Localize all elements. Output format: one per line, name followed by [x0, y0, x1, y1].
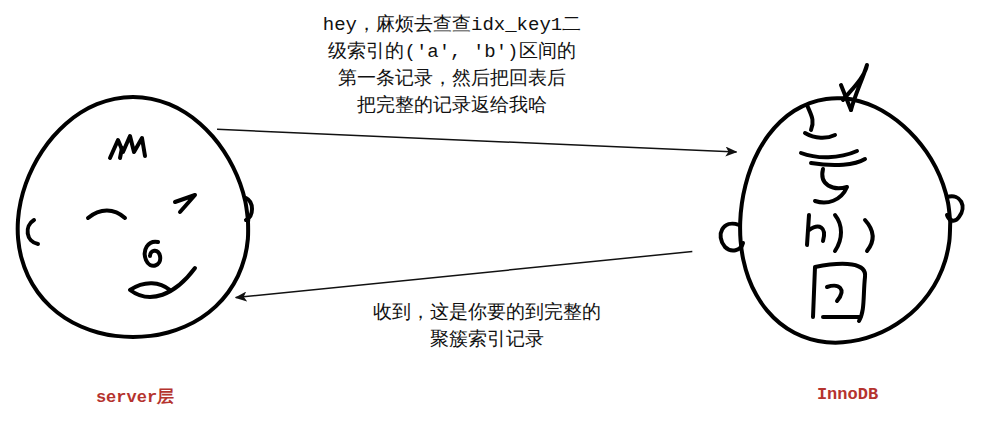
face-stroke — [130, 268, 195, 297]
face-stroke — [807, 105, 813, 130]
face-stroke — [145, 242, 160, 266]
face-stroke — [807, 215, 873, 251]
message-text: hey，麻烦去查查idx_key1二 级索引的('a', 'b')区间的 第一条… — [302, 12, 602, 120]
message-text: 收到，这是你要的到完整的 聚簇索引记录 — [337, 300, 637, 354]
node-title: server层 — [10, 385, 260, 408]
face-node: InnoDB — [715, 55, 980, 410]
message-arrow — [217, 129, 736, 152]
face-stroke — [28, 220, 38, 244]
face-stroke — [811, 159, 865, 202]
head-outline — [18, 97, 249, 337]
face-stroke — [813, 264, 865, 321]
face-stroke — [947, 196, 963, 220]
face-drawing — [10, 90, 260, 410]
node-title: InnoDB — [715, 385, 980, 404]
message-arrow — [236, 252, 693, 298]
face-stroke — [110, 136, 145, 158]
face-drawing — [715, 55, 980, 410]
face-stroke — [88, 211, 125, 219]
face-stroke — [801, 133, 857, 157]
face-stroke — [246, 198, 252, 220]
face-stroke — [721, 224, 743, 251]
head-outline — [740, 98, 950, 342]
face-stroke — [841, 85, 851, 110]
face-node: server层 — [10, 90, 260, 410]
face-stroke — [175, 195, 195, 212]
face-stroke — [120, 148, 122, 158]
